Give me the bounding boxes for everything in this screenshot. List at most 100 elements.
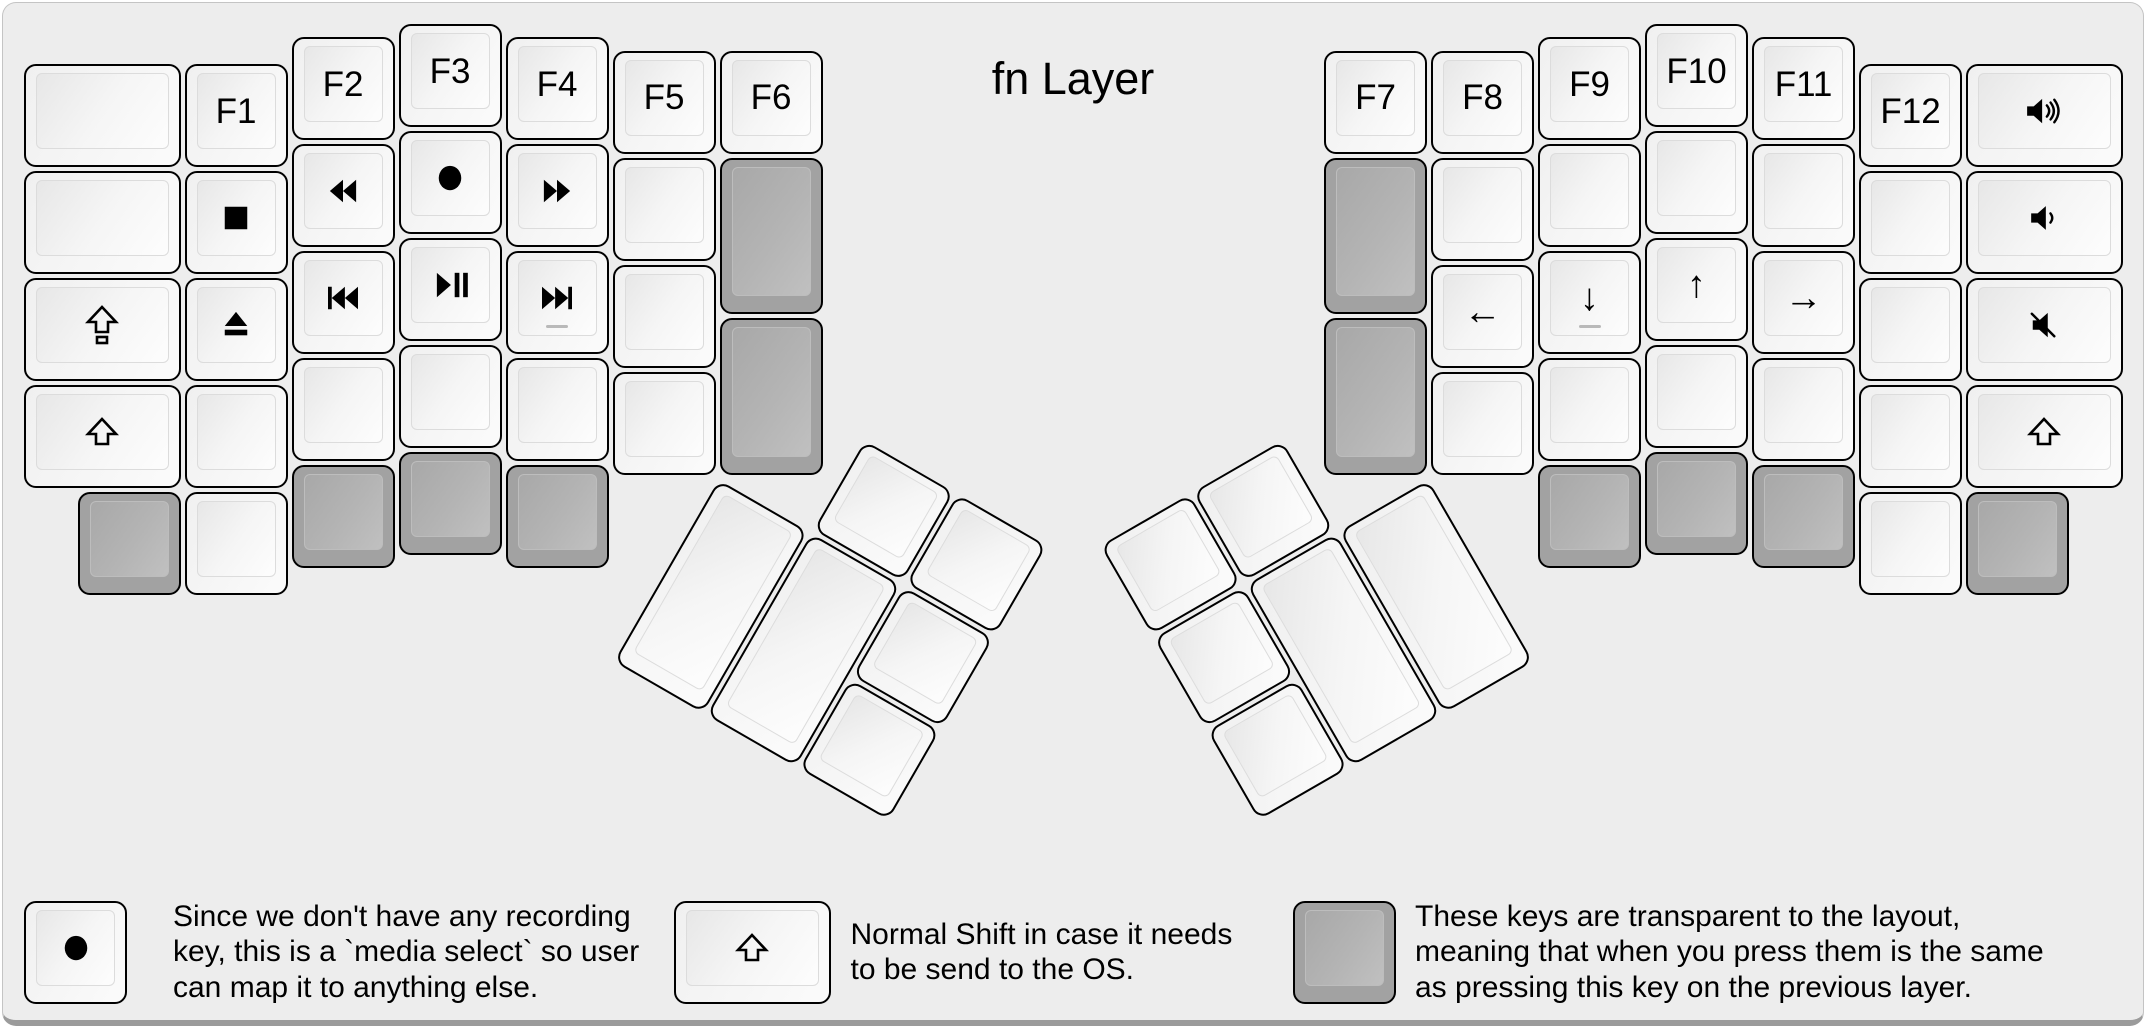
key-f3-label: F3 — [429, 51, 471, 91]
key-arrow-down-label: ↓ — [1580, 277, 1600, 320]
rewind-icon — [329, 180, 357, 203]
legend-text-transparent: These keys are transparent to the layout… — [1415, 899, 2044, 1004]
volume-up-icon — [2027, 98, 2061, 124]
key-shift-left — [24, 385, 181, 489]
legend-key-transparent-slot — [1291, 899, 1398, 1006]
key-f1: F1 — [184, 64, 288, 168]
key-f11: F11 — [1752, 37, 1856, 141]
caps-lock-icon — [85, 305, 120, 345]
key-volume-up — [1966, 64, 2123, 168]
legend-text-media-select: Since we don't have any recording key, t… — [173, 899, 640, 1004]
fast-forward-icon — [543, 180, 571, 203]
key-f10: F10 — [1645, 24, 1749, 127]
key-right-c4-row2 — [1752, 144, 1856, 248]
key-f12: F12 — [1859, 64, 1963, 168]
key-arrow-up: ↑ — [1645, 238, 1749, 341]
homing-bar — [546, 324, 568, 329]
key-left-c2-row4 — [291, 358, 395, 462]
key-eject — [184, 278, 288, 382]
legend-key-shift — [674, 900, 831, 1004]
key-f6: F6 — [719, 50, 823, 154]
key-f2: F2 — [291, 37, 395, 141]
legend-key-record — [24, 900, 127, 1004]
key-fast-forward — [505, 144, 609, 248]
layer-title: fn Layer — [991, 53, 1155, 104]
key-rewind — [291, 144, 395, 248]
key-transparent-right-inner-bottom — [1324, 318, 1428, 475]
key-left-outer-row1 — [24, 64, 181, 168]
key-arrow-down: ↓ — [1538, 251, 1642, 355]
legend-text-shift: Normal Shift in case it needs to be send… — [850, 917, 1233, 987]
key-f9-label: F9 — [1569, 64, 1610, 104]
key-f10-label: F10 — [1666, 51, 1727, 91]
key-left-c5-row4 — [612, 371, 716, 475]
key-left-c4-row4 — [505, 358, 609, 462]
key-f5: F5 — [612, 50, 716, 154]
prev-track-icon — [328, 287, 358, 310]
key-caps-lock — [24, 278, 181, 382]
volume-down-icon — [2031, 206, 2054, 231]
key-transparent-right-bottom-5 — [1966, 492, 2070, 596]
key-f3: F3 — [398, 24, 502, 127]
key-transparent-right-bottom-2 — [1645, 452, 1749, 555]
key-transparent-right-inner-top — [1324, 157, 1428, 315]
key-right-c2-row2 — [1538, 144, 1642, 248]
legend-key-shift-slot — [672, 899, 833, 1006]
key-f8-label: F8 — [1462, 78, 1503, 118]
keyboard-keys: F1 F2 F3 F4 F5 F6 F7 F8 ← F9 ↓ F10 ↑ F11 → F12 — [3, 3, 2143, 1020]
shift-icon — [2027, 417, 2062, 446]
play-pause-icon — [436, 272, 468, 298]
key-transparent-left-bottom-3 — [291, 465, 395, 569]
homing-bar — [1578, 324, 1601, 329]
key-arrow-left-label: ← — [1463, 290, 1502, 333]
key-f5-label: F5 — [643, 78, 685, 118]
next-track-icon — [542, 287, 572, 310]
key-f2-label: F2 — [322, 64, 364, 104]
key-f7: F7 — [1324, 50, 1428, 154]
legend-key-transparent — [1293, 900, 1396, 1004]
key-prev-track — [291, 251, 395, 355]
key-left-c5-row3 — [612, 264, 716, 368]
key-left-c1-row4 — [184, 385, 288, 489]
legend-item-shift: Normal Shift in case it needs to be send… — [672, 896, 1232, 1008]
key-f6-label: F6 — [750, 78, 792, 118]
key-left-outer-row2 — [24, 171, 181, 275]
key-stop — [184, 171, 288, 275]
legend-key-record-slot — [22, 899, 129, 1006]
mute-icon — [2030, 312, 2056, 338]
key-left-bottom-2 — [184, 492, 288, 596]
key-play-pause — [398, 238, 502, 341]
key-f1-label: F1 — [215, 91, 257, 131]
key-right-c1-row2 — [1431, 157, 1535, 261]
key-arrow-up-label: ↑ — [1687, 264, 1707, 306]
key-transparent-left-bottom-1 — [77, 492, 181, 596]
key-f4-label: F4 — [536, 64, 578, 104]
key-f12-label: F12 — [1880, 91, 1941, 131]
key-mute — [1966, 278, 2123, 382]
key-right-bottom-4 — [1859, 492, 1963, 596]
key-transparent-left-bottom-4 — [398, 452, 502, 555]
key-f7-label: F7 — [1355, 78, 1396, 118]
key-f9: F9 — [1538, 37, 1642, 141]
key-right-c5-row2 — [1859, 171, 1963, 275]
legend: Since we don't have any recording key, t… — [3, 896, 2143, 1008]
legend-item-media-select: Since we don't have any recording key, t… — [22, 896, 639, 1008]
key-right-c2-row4 — [1538, 358, 1642, 462]
record-icon — [438, 165, 462, 191]
key-volume-down — [1966, 171, 2123, 275]
key-transparent-left-inner-top — [719, 157, 823, 315]
key-arrow-right-label: → — [1784, 277, 1823, 320]
key-record — [398, 131, 502, 234]
key-right-c5-row4 — [1859, 385, 1963, 489]
key-left-c5-row2 — [612, 157, 716, 261]
key-next-track — [505, 251, 609, 355]
key-f8: F8 — [1431, 50, 1535, 154]
key-right-c3-row2 — [1645, 131, 1749, 234]
key-transparent-right-bottom-3 — [1752, 465, 1856, 569]
key-right-c4-row4 — [1752, 358, 1856, 462]
key-transparent-left-bottom-5 — [505, 465, 609, 569]
eject-icon — [224, 312, 248, 336]
key-f11-label: F11 — [1774, 64, 1833, 104]
stop-icon — [224, 206, 248, 230]
